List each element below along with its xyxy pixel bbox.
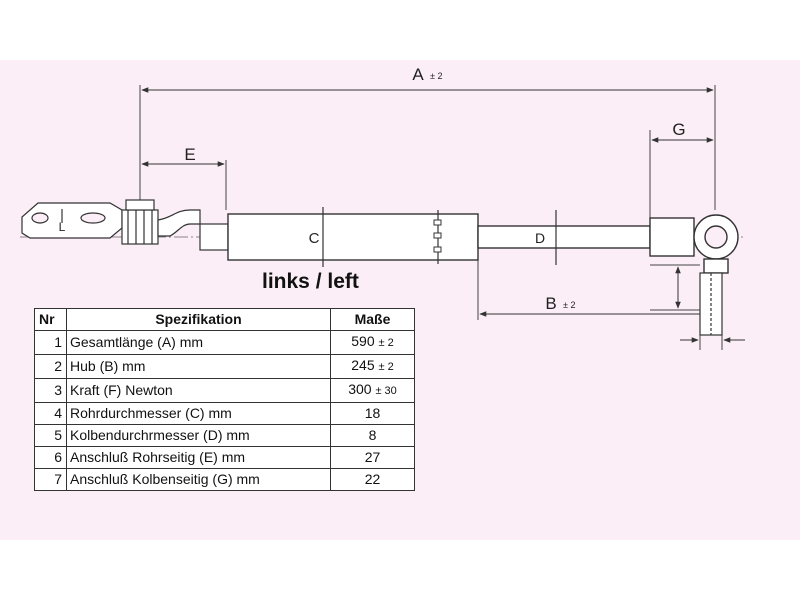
left-bracket: [21, 202, 123, 239]
row-value: 300: [348, 381, 372, 397]
row-number: 2: [34, 354, 67, 379]
row-spec: Gesamtlänge (A) mm: [66, 330, 331, 355]
header-value: Maße: [330, 308, 415, 331]
ball-socket: [693, 214, 739, 274]
dimension-a-tolerance: ± 2: [430, 71, 442, 81]
table-row: 3 Kraft (F) Newton 300 ± 30: [34, 378, 415, 403]
row-number: 6: [34, 446, 67, 469]
right-sleeve: [649, 217, 695, 257]
row-spec: Hub (B) mm: [66, 354, 331, 379]
threaded-stud: [699, 272, 723, 336]
piston-rod: [477, 225, 651, 249]
row-number: 7: [34, 468, 67, 491]
table-row: 4 Rohrdurchmesser (C) mm 18: [34, 402, 415, 425]
table-row: 5 Kolbendurchrmesser (D) mm 8: [34, 424, 415, 447]
dimension-b-tolerance: ± 2: [563, 300, 575, 310]
table-row: 2 Hub (B) mm 245 ± 2: [34, 354, 415, 379]
row-spec: Rohrdurchmesser (C) mm: [66, 402, 331, 425]
row-spec: Kraft (F) Newton: [66, 378, 331, 403]
row-number: 4: [34, 402, 67, 425]
row-value: 18: [364, 405, 381, 421]
row-value-cell: 300 ± 30: [330, 378, 415, 403]
row-value-cell: 590 ± 2: [330, 330, 415, 355]
row-number: 3: [34, 378, 67, 403]
table-row: 6 Anschluß Rohrseitig (E) mm 27: [34, 446, 415, 469]
row-value-cell: 27: [330, 446, 415, 469]
dimension-g-label: G: [672, 120, 685, 139]
dimension-e-label: E: [184, 145, 195, 164]
header-nr: Nr: [34, 308, 67, 331]
row-value: 22: [364, 471, 381, 487]
row-value: 245: [351, 357, 375, 373]
row-tolerance: ± 2: [378, 361, 394, 373]
diagram-caption: links / left: [262, 270, 359, 293]
row-number: 5: [34, 424, 67, 447]
row-tolerance: ± 30: [375, 385, 397, 397]
row-tolerance: ± 2: [378, 337, 394, 349]
tube-diameter-label: C: [309, 230, 320, 247]
row-spec: Kolbendurchrmesser (D) mm: [66, 424, 331, 447]
row-spec: Anschluß Kolbenseitig (G) mm: [66, 468, 331, 491]
table-row: 1 Gesamtlänge (A) mm 590 ± 2: [34, 330, 415, 355]
row-value: 27: [364, 449, 381, 465]
row-value-cell: 8: [330, 424, 415, 447]
header-spec: Spezifikation: [66, 308, 331, 331]
rod-diameter-label: D: [535, 230, 545, 246]
left-joint: [121, 199, 201, 245]
bracket-label: L: [59, 220, 66, 234]
table-row: 7 Anschluß Kolbenseitig (G) mm 22: [34, 468, 415, 491]
dimension-b-label: B: [545, 294, 556, 313]
row-value-cell: 18: [330, 402, 415, 425]
extension-lines: [139, 85, 723, 350]
dimension-a-label: A: [412, 65, 424, 84]
spec-table-header: Nr Spezifikation Maße: [34, 308, 415, 331]
gas-spring-diagram: A ± 2 E G B ± 2 C D L: [20, 65, 745, 350]
tube-dots: [433, 219, 442, 253]
row-number: 1: [34, 330, 67, 355]
row-value: 590: [351, 333, 375, 349]
neck: [199, 223, 229, 251]
row-value-cell: 22: [330, 468, 415, 491]
row-value-cell: 245 ± 2: [330, 354, 415, 379]
spec-table: Nr Spezifikation Maße 1 Gesamtlänge (A) …: [34, 308, 415, 491]
row-value: 8: [368, 427, 377, 443]
row-spec: Anschluß Rohrseitig (E) mm: [66, 446, 331, 469]
